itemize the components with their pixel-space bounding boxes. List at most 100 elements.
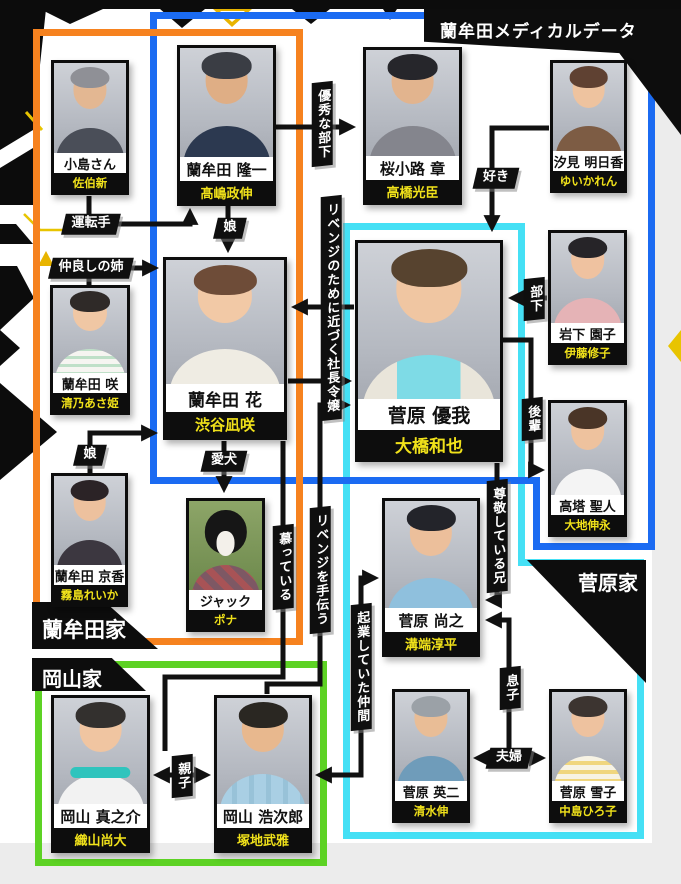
actor-name: 溝端淳平 bbox=[385, 632, 477, 654]
actor-name: 渋谷凪咲 bbox=[166, 412, 284, 437]
relation-label: 息子 bbox=[503, 673, 519, 703]
relation-badge-nakayoshi: 仲良しの姉 bbox=[48, 257, 134, 279]
relation-badge-sonkei-ani: 尊敬している兄 bbox=[486, 478, 508, 594]
character-name: 高塔 聖人 bbox=[551, 495, 624, 515]
relation-badge-kigyo-nakama: 起業していた仲間 bbox=[350, 602, 372, 732]
actor-name: 高橋光臣 bbox=[366, 180, 459, 202]
actor-name: ゆいかれん bbox=[553, 171, 624, 190]
person-card-jack[interactable]: ジャック ポナ bbox=[186, 498, 265, 632]
portrait-sonoko bbox=[551, 233, 624, 323]
relation-badge-shitatteiru: 慕っている bbox=[272, 523, 294, 611]
character-name: ジャック bbox=[189, 590, 262, 610]
relation-label: 愛犬 bbox=[210, 452, 238, 468]
relation-badge-aiken: 愛犬 bbox=[200, 450, 248, 472]
character-name: 蘭牟田 咲 bbox=[53, 373, 127, 393]
relation-badge-musuko: 息子 bbox=[499, 665, 521, 711]
relation-badge-buka: 部下 bbox=[523, 276, 545, 322]
actor-name: 織山尚大 bbox=[54, 828, 147, 850]
relation-badge-suki: 好き bbox=[472, 167, 520, 189]
relation-label: 親子 bbox=[175, 761, 191, 791]
group-label-sugawara: 菅原家 bbox=[527, 560, 646, 683]
relation-badge-yushuna-buka: 優秀な部下 bbox=[311, 80, 333, 168]
portrait-kojima bbox=[54, 63, 126, 153]
person-card-shinnosuke[interactable]: 岡山 真之介 織山尚大 bbox=[51, 695, 150, 853]
portrait-kojiro bbox=[217, 698, 309, 804]
relation-label: 好き bbox=[482, 169, 510, 185]
character-name: 岡山 浩次郎 bbox=[217, 804, 309, 828]
character-name: 蘭牟田 隆一 bbox=[180, 157, 273, 181]
group-label-okayama: 岡山家 bbox=[32, 658, 146, 691]
person-card-ryuichi[interactable]: 蘭牟田 隆一 髙嶋政伸 bbox=[177, 45, 276, 206]
portrait-yuga bbox=[358, 243, 500, 399]
portrait-naoyuki bbox=[385, 501, 477, 608]
relation-badge-ribenji-tetsudau: リベンジを手伝う bbox=[309, 505, 331, 635]
relation-badge-ribenji-chikazuku: リベンジのために近づく社長令嬢 bbox=[320, 194, 342, 422]
portrait-kyoka bbox=[54, 476, 125, 565]
character-name: 桜小路 章 bbox=[366, 156, 459, 180]
relation-label: 近づく社長令嬢 bbox=[324, 314, 340, 414]
person-card-kojima[interactable]: 小島さん 佐伯新 bbox=[51, 60, 129, 195]
person-card-shiomi[interactable]: 汐見 明日香 ゆいかれん bbox=[550, 60, 627, 193]
relation-label: 慕っている bbox=[276, 531, 292, 603]
portrait-sakurakoji bbox=[366, 50, 459, 156]
person-card-kyoka[interactable]: 蘭牟田 京香 霧島れいか bbox=[51, 473, 128, 607]
relation-label: 運転手 bbox=[71, 215, 111, 231]
character-name: 菅原 雪子 bbox=[552, 781, 624, 801]
person-card-yukiko[interactable]: 菅原 雪子 中島ひろ子 bbox=[549, 689, 627, 823]
relation-label: 仲良しの姉 bbox=[58, 259, 124, 275]
portrait-saki bbox=[53, 288, 127, 373]
character-name: 蘭牟田 京香 bbox=[54, 565, 125, 585]
relation-label: リベンジのために bbox=[324, 202, 340, 316]
character-name: 菅原 英二 bbox=[395, 781, 467, 801]
person-card-saki[interactable]: 蘭牟田 咲 清乃あさ姫 bbox=[50, 285, 130, 415]
relation-label: 後輩 bbox=[525, 404, 541, 434]
relation-label: 起業していた仲間 bbox=[354, 610, 370, 724]
actor-name: 中島ひろ子 bbox=[552, 801, 624, 820]
actor-name: 霧島れいか bbox=[54, 585, 125, 604]
relation-badge-kouhai: 後輩 bbox=[521, 396, 543, 442]
portrait-eiji bbox=[395, 692, 467, 781]
person-card-kojiro[interactable]: 岡山 浩次郎 塚地武雅 bbox=[214, 695, 312, 853]
character-name: 蘭牟田 花 bbox=[166, 384, 284, 412]
actor-name: 大橋和也 bbox=[358, 430, 500, 459]
relation-label: 部下 bbox=[527, 284, 543, 314]
person-card-masato[interactable]: 高塔 聖人 大地伸永 bbox=[548, 400, 627, 537]
group-label-ranmuta: 蘭牟田家 bbox=[32, 602, 158, 649]
relation-label: リベンジを手伝う bbox=[313, 513, 329, 627]
relation-badge-musume-2: 娘 bbox=[73, 444, 107, 466]
actor-name: ポナ bbox=[189, 610, 262, 629]
actor-name: 佐伯新 bbox=[54, 173, 126, 192]
person-card-sonoko[interactable]: 岩下 園子 伊藤修子 bbox=[548, 230, 627, 365]
character-name: 菅原 優我 bbox=[358, 399, 500, 430]
relation-badge-musume-1: 娘 bbox=[213, 217, 247, 239]
relation-badge-fuufu: 夫婦 bbox=[485, 747, 533, 769]
actor-name: 塚地武雅 bbox=[217, 828, 309, 850]
portrait-yukiko bbox=[552, 692, 624, 781]
portrait-hana bbox=[166, 260, 284, 384]
page-title: 蘭牟田メディカルデータ bbox=[440, 22, 637, 42]
actor-name: 伊藤修子 bbox=[551, 343, 624, 362]
person-card-naoyuki[interactable]: 菅原 尚之 溝端淳平 bbox=[382, 498, 480, 657]
relation-badge-untenshu: 運転手 bbox=[61, 213, 121, 235]
relation-label: 娘 bbox=[223, 219, 237, 235]
actor-name: 清水伸 bbox=[395, 801, 467, 820]
person-card-eiji[interactable]: 菅原 英二 清水伸 bbox=[392, 689, 470, 823]
person-card-yuga[interactable]: 菅原 優我 大橋和也 bbox=[355, 240, 503, 462]
portrait-shinnosuke bbox=[54, 698, 147, 804]
person-card-hana[interactable]: 蘭牟田 花 渋谷凪咲 bbox=[163, 257, 287, 440]
character-name: 小島さん bbox=[54, 153, 126, 173]
portrait-ryuichi bbox=[180, 48, 273, 157]
character-name: 岩下 園子 bbox=[551, 323, 624, 343]
relation-badge-oyako: 親子 bbox=[171, 753, 193, 799]
relation-label: 優秀な部下 bbox=[315, 88, 331, 160]
relation-label: 尊敬している兄 bbox=[490, 486, 506, 586]
portrait-shiomi bbox=[553, 63, 624, 151]
relation-label: 娘 bbox=[83, 446, 97, 462]
actor-name: 大地伸永 bbox=[551, 515, 624, 534]
portrait-masato bbox=[551, 403, 624, 495]
person-card-sakurakoji[interactable]: 桜小路 章 高橋光臣 bbox=[363, 47, 462, 205]
character-name: 菅原 尚之 bbox=[385, 608, 477, 632]
actor-name: 清乃あさ姫 bbox=[53, 393, 127, 412]
character-name: 岡山 真之介 bbox=[54, 804, 147, 828]
